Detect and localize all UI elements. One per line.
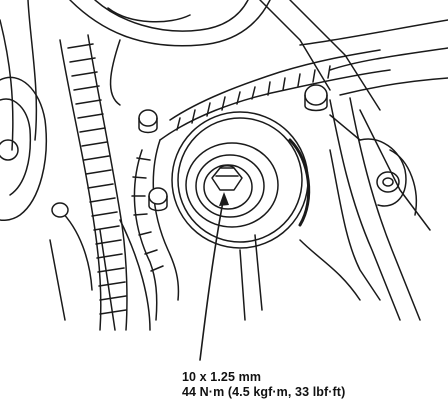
torque-spec-label: 44 N·m (4.5 kgf·m, 33 lbf·ft) <box>182 385 346 399</box>
tensioner-bracket <box>329 114 407 207</box>
timing-belt <box>59 34 421 331</box>
bolt-size-label: 10 x 1.25 mm <box>182 370 262 384</box>
mounting-bolt <box>51 84 328 218</box>
callout-leader-line <box>199 195 225 361</box>
cam-pulley <box>0 76 48 222</box>
engine-block <box>0 0 448 331</box>
tensioner-bolt <box>211 165 243 191</box>
tensioner-pulley <box>171 111 311 249</box>
callout-arrow-head <box>219 192 229 206</box>
